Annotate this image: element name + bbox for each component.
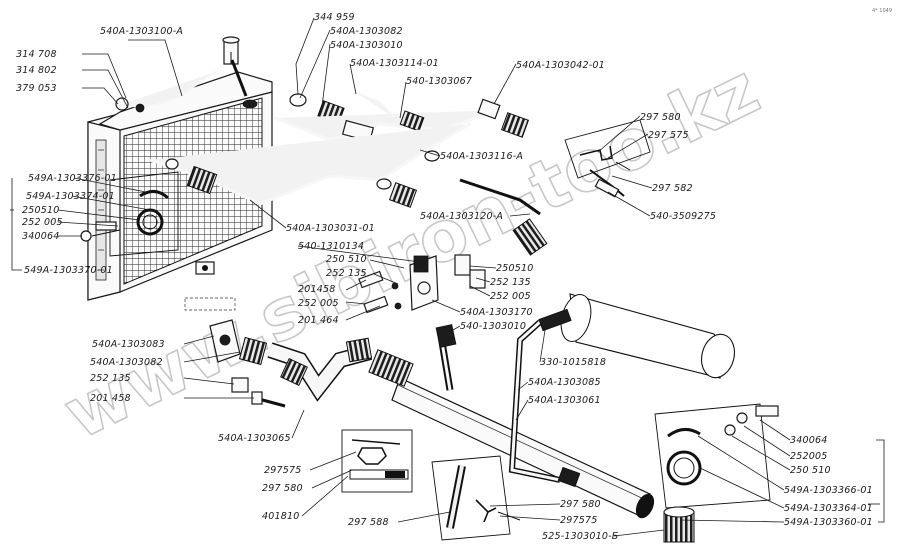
label-250510-mid: 250 510 — [326, 254, 367, 265]
label-540a-1303061: 540A-1303061 — [528, 395, 601, 406]
label-540-1303010-mid: 540-1303010 — [460, 321, 526, 332]
label-549a-1303376-01: 549A-1303376-01 — [28, 173, 117, 184]
label-540a-1303120-a: 540A-1303120-A — [420, 211, 503, 222]
label-549a-1303370-01: 549A-1303370-01 — [24, 265, 113, 276]
label-540a-1303065: 540A-1303065 — [218, 433, 291, 444]
label-525-1303010-b: 525-1303010-Б — [542, 531, 619, 542]
label-330-1015818: 330-1015818 — [540, 357, 606, 368]
radiator — [87, 36, 273, 301]
label-201458-mid: 201458 — [298, 284, 335, 295]
label-540a-1303042-01: 540A-1303042-01 — [516, 60, 605, 71]
label-540a-1303010-top: 540A-1303010 — [330, 40, 403, 51]
label-540a-1303114-01: 540A-1303114-01 — [350, 58, 439, 69]
label-252005-mid: 252 005 — [298, 298, 339, 309]
right-clamp-detail — [654, 403, 779, 543]
label-540a-1303083: 540A-1303083 — [92, 339, 165, 350]
label-297588: 297 588 — [348, 517, 389, 528]
label-401810: 401810 — [262, 511, 299, 522]
lower-main-pipe — [368, 308, 655, 519]
label-201458-left: 201 458 — [90, 393, 131, 404]
left-elbow-hose — [209, 319, 373, 408]
label-252005-right: 252 005 — [490, 291, 531, 302]
label-549a-1303374-01: 549A-1303374-01 — [26, 191, 115, 202]
label-250510-right: 250510 — [496, 263, 533, 274]
label-297575-low2: 297575 — [560, 515, 597, 526]
label-540a-1303085: 540A-1303085 — [528, 377, 601, 388]
label-549a-1303364-01: 549A-1303364-01 — [784, 503, 873, 514]
label-340064-right: 340064 — [790, 435, 827, 446]
label-314802: 314 802 — [16, 65, 57, 76]
page-mark: 4* 1049 — [872, 8, 892, 14]
label-549a-1303360-01: 549A-1303360-01 — [784, 517, 873, 528]
inset-clip-lower — [341, 429, 413, 493]
label-201464: 201 464 — [298, 315, 339, 326]
label-540a-1303100-a: 540A-1303100-A — [100, 26, 183, 37]
label-250510-right2: 250 510 — [790, 465, 831, 476]
label-297575-top: 297 575 — [648, 130, 689, 141]
label-297575-low: 297575 — [264, 465, 301, 476]
label-540a-1303116-a: 540A-1303116-A — [440, 151, 523, 162]
label-340064-left: 340064 — [22, 231, 59, 242]
label-252135-mid: 252 135 — [326, 268, 367, 279]
inset-clip-top — [564, 119, 651, 198]
label-252005-right2: 252005 — [790, 451, 827, 462]
label-540a-1303031-01: 540A-1303031-01 — [286, 223, 375, 234]
part-labels: 540A-1303100-A 314 708 314 802 379 053 3… — [16, 12, 873, 542]
label-540a-1303170: 540A-1303170 — [460, 307, 533, 318]
inset-clip-bottom — [431, 455, 521, 541]
label-297580-top: 297 580 — [640, 112, 681, 123]
dashed-outline — [184, 297, 236, 311]
label-549a-1303366-01: 549A-1303366-01 — [784, 485, 873, 496]
left-clamp-detail — [80, 171, 179, 257]
label-344959: 344 959 — [314, 12, 355, 23]
label-540-3509275: 540-3509275 — [650, 211, 716, 222]
label-314708: 314 708 — [16, 49, 57, 60]
label-540a-1303082-left: 540A-1303082 — [90, 357, 163, 368]
label-540-1310134: 540-1310134 — [298, 241, 364, 252]
label-540-1303067: 540-1303067 — [406, 76, 472, 87]
label-250510-left: 250510 — [22, 205, 59, 216]
label-252005-left: 252 005 — [22, 217, 63, 228]
label-540a-1303082-top: 540A-1303082 — [330, 26, 403, 37]
label-252135-right: 252 135 — [490, 277, 531, 288]
label-297580-low: 297 580 — [262, 483, 303, 494]
label-379053: 379 053 — [16, 83, 57, 94]
label-297580-low2: 297 580 — [560, 499, 601, 510]
upper-pipes — [115, 59, 548, 256]
label-297582: 297 582 — [652, 183, 693, 194]
label-252135-left: 252 135 — [90, 373, 131, 384]
leader-lines — [10, 17, 885, 537]
